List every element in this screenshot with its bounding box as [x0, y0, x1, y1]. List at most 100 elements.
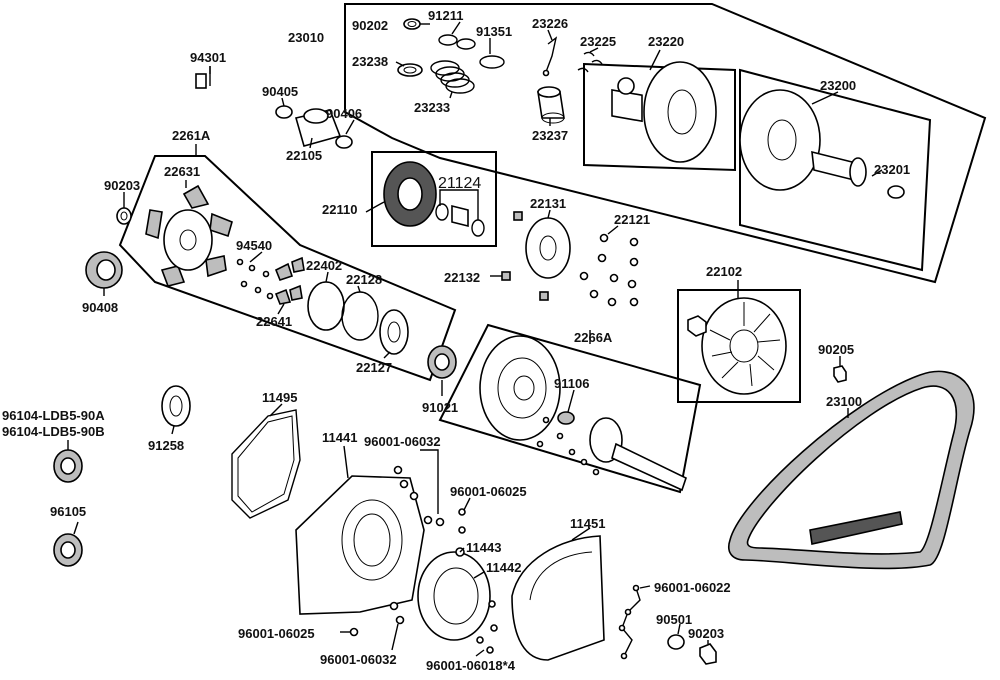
- label-22641: 22641: [256, 314, 292, 329]
- label-23238: 23238: [352, 54, 388, 69]
- label-96105: 96105: [50, 504, 86, 519]
- bearing-90203-left: [116, 207, 132, 225]
- pulley-23220: [611, 61, 717, 163]
- label-91106: 91106: [554, 376, 589, 391]
- ring-90406: [335, 135, 353, 149]
- label-91211: 91211: [428, 8, 463, 23]
- washer-90501: [667, 634, 685, 650]
- label-22128: 22128: [346, 272, 382, 287]
- bearing-21124: [435, 203, 485, 237]
- group-outline-22102: [677, 289, 801, 403]
- pin-23226: [542, 36, 558, 77]
- bearing-91021: [427, 345, 457, 379]
- ring-91351: [479, 55, 505, 69]
- label-94540: 94540: [236, 238, 272, 253]
- cover-11442: [417, 551, 491, 641]
- group-outline-23010: [344, 3, 987, 284]
- label-22631: 22631: [164, 164, 200, 179]
- bearing-91106: [557, 411, 575, 425]
- label-2261A: 2261A: [172, 128, 211, 143]
- sleeve-22105: [295, 108, 342, 147]
- clips-23225: [577, 51, 603, 73]
- bearing-90408: [85, 251, 123, 289]
- label-23201: 23201: [874, 162, 910, 177]
- seal-96105: [53, 533, 83, 567]
- label-23220: 23220: [648, 34, 684, 49]
- pin-94301: [195, 66, 211, 89]
- bolts-96001-06018: [476, 600, 498, 654]
- bolts-96001-06032-lower: [389, 601, 405, 625]
- drive-belt-23100: [728, 370, 975, 570]
- label-96104-B: 96104-LDB5-90B: [2, 424, 105, 439]
- label-94301: 94301: [190, 50, 226, 65]
- label-11441: 11441: [322, 430, 357, 445]
- weights-22641: [274, 256, 305, 305]
- label-22131: 22131: [530, 196, 566, 211]
- label-96104-A: 96104-LDB5-90A: [2, 408, 105, 423]
- plate-23200: [739, 89, 867, 191]
- label-90205: 90205: [818, 342, 854, 357]
- label-11443: 11443: [466, 540, 501, 555]
- label-91258: 91258: [148, 438, 184, 453]
- label-96001-06032-upper: 96001-06032: [364, 434, 441, 449]
- collar-90405: [275, 105, 293, 119]
- part-labels: 90202 91211 91351 23226 23010 23225 2322…: [2, 8, 910, 673]
- bush-23201: [887, 185, 905, 199]
- spring-23233: [430, 60, 475, 94]
- shaft-2266A: [589, 417, 687, 492]
- gasket-11495: [231, 409, 301, 519]
- label-90203-lower: 90203: [688, 626, 724, 641]
- group-outline-2261A: [118, 155, 457, 382]
- gear-22110: [383, 161, 437, 227]
- label-21124: 21124: [438, 175, 481, 192]
- clutch-shoe-22631: [145, 184, 233, 287]
- leader-lines: [67, 21, 883, 657]
- label-96001-06018: 96001-06018*4: [426, 658, 516, 673]
- label-23233: 23233: [414, 100, 450, 115]
- label-90408: 90408: [82, 300, 118, 315]
- bolts-96001-06022: [618, 584, 641, 660]
- label-22127: 22127: [356, 360, 392, 375]
- washer-91258: [161, 385, 191, 427]
- label-22402: 22402: [306, 258, 342, 273]
- drum-2266A: [479, 335, 561, 441]
- fan-pulley-22102: [701, 297, 787, 395]
- label-90202: 90202: [352, 18, 388, 33]
- label-11451: 11451: [570, 516, 605, 531]
- rings-91211: [438, 34, 476, 50]
- label-22132: 22132: [444, 270, 480, 285]
- label-96001-06032-lower: 96001-06032: [320, 652, 397, 667]
- label-22121: 22121: [614, 212, 650, 227]
- washer-90202: [403, 18, 421, 30]
- cover-11441: [295, 475, 425, 615]
- label-96001-06025-lower: 96001-06025: [238, 626, 315, 641]
- bolts-96001-06032-upper: [393, 465, 445, 527]
- label-23200: 23200: [820, 78, 856, 93]
- disc-22402: [307, 281, 345, 331]
- label-90501: 90501: [656, 612, 692, 627]
- collar-23237: [537, 86, 565, 124]
- nut-90203-lower: [699, 643, 717, 665]
- seal-96104: [53, 449, 83, 483]
- label-23226: 23226: [532, 16, 568, 31]
- label-91021: 91021: [422, 400, 458, 415]
- label-90203-left: 90203: [104, 178, 140, 193]
- label-90406: 90406: [326, 106, 362, 121]
- washer-23238: [397, 63, 423, 77]
- label-23237: 23237: [532, 128, 568, 143]
- group-outline-2266A: [438, 323, 702, 494]
- label-23010: 23010: [288, 30, 324, 45]
- bolts-96001-06025-upper: [458, 508, 466, 534]
- label-22110: 22110: [322, 202, 357, 217]
- group-outline-23200: [739, 68, 932, 272]
- label-2266A: 2266A: [574, 330, 613, 345]
- label-22102: 22102: [706, 264, 742, 279]
- label-11442: 11442: [486, 560, 521, 575]
- label-23100: 23100: [826, 394, 862, 409]
- clutch-plate: [163, 209, 213, 271]
- ramp-plate-22131: [525, 217, 571, 279]
- label-91351: 91351: [476, 24, 512, 39]
- cover-11451: [511, 535, 605, 661]
- label-96001-06022: 96001-06022: [654, 580, 731, 595]
